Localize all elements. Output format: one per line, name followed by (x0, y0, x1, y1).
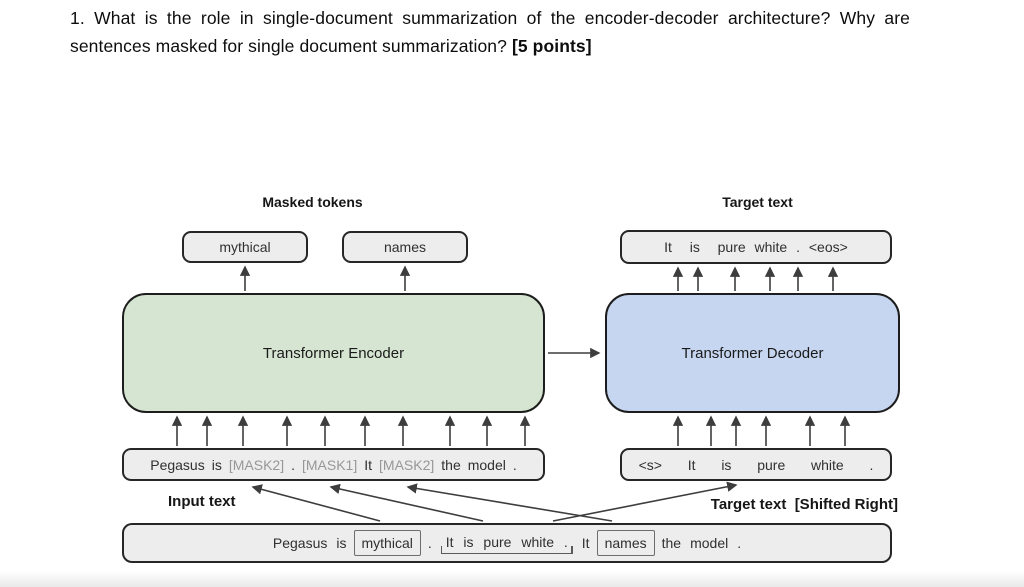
mask1-token: [MASK1] (301, 456, 358, 473)
boxed-token-mythical: mythical (353, 530, 421, 556)
mask2-token: [MASK2] (228, 456, 285, 473)
original-token: is (336, 535, 347, 551)
sentence-to-mask1-line (329, 483, 484, 522)
input-token: the (441, 456, 461, 473)
encoder-to-masked-token-arrows (239, 265, 411, 291)
original-token: Pegasus (272, 535, 328, 551)
masked-token-box-mythical: mythical (182, 231, 308, 263)
original-token: the (661, 535, 682, 551)
target-text-box: It is pure white . <eos> (620, 230, 892, 264)
transformer-decoder-box: Transformer Decoder (605, 293, 900, 413)
mask2-token: [MASK2] (379, 456, 435, 473)
shifted-to-decoder-arrows (672, 415, 851, 446)
input-token: Pegasus (150, 456, 205, 473)
masked-tokens-label: Masked tokens (262, 194, 363, 210)
input-to-encoder-arrows (171, 415, 531, 446)
mythical-to-mask2-line (251, 484, 381, 522)
decoder-to-target-arrows (672, 266, 839, 291)
masked-sentence-underline: It is pure white . (440, 532, 573, 554)
boxed-token-names: names (596, 530, 655, 556)
input-text-box: Pegasus is [MASK2] . [MASK1] It [MASK2] … (122, 448, 545, 481)
question-text: 1. What is the role in single-document s… (70, 4, 910, 60)
original-text-box: Pegasus is mythical . It is pure white .… (122, 523, 892, 563)
question-points: [5 points] (511, 36, 592, 56)
bottom-fade (0, 571, 1024, 587)
shifted-target-box: <s> It is pure white . (620, 448, 892, 481)
target-text-label: Target text (722, 194, 793, 210)
input-token: is (211, 456, 222, 473)
input-token: . (291, 456, 295, 473)
transformer-encoder-box: Transformer Encoder (122, 293, 545, 413)
original-token: model (690, 535, 729, 551)
names-to-mask2-line (406, 483, 613, 522)
input-token: It (364, 456, 373, 473)
original-token: It (581, 535, 590, 551)
input-token: . (512, 456, 517, 473)
input-text-label: Input text (168, 493, 236, 510)
original-token: . (737, 535, 742, 551)
original-token: . (427, 535, 432, 551)
input-token: model (467, 456, 506, 473)
question-body: 1. What is the role in single-document s… (70, 8, 910, 56)
masked-token-box-names: names (342, 231, 468, 263)
target-text-shifted-label: Target text [Shifted Right] (710, 496, 898, 513)
